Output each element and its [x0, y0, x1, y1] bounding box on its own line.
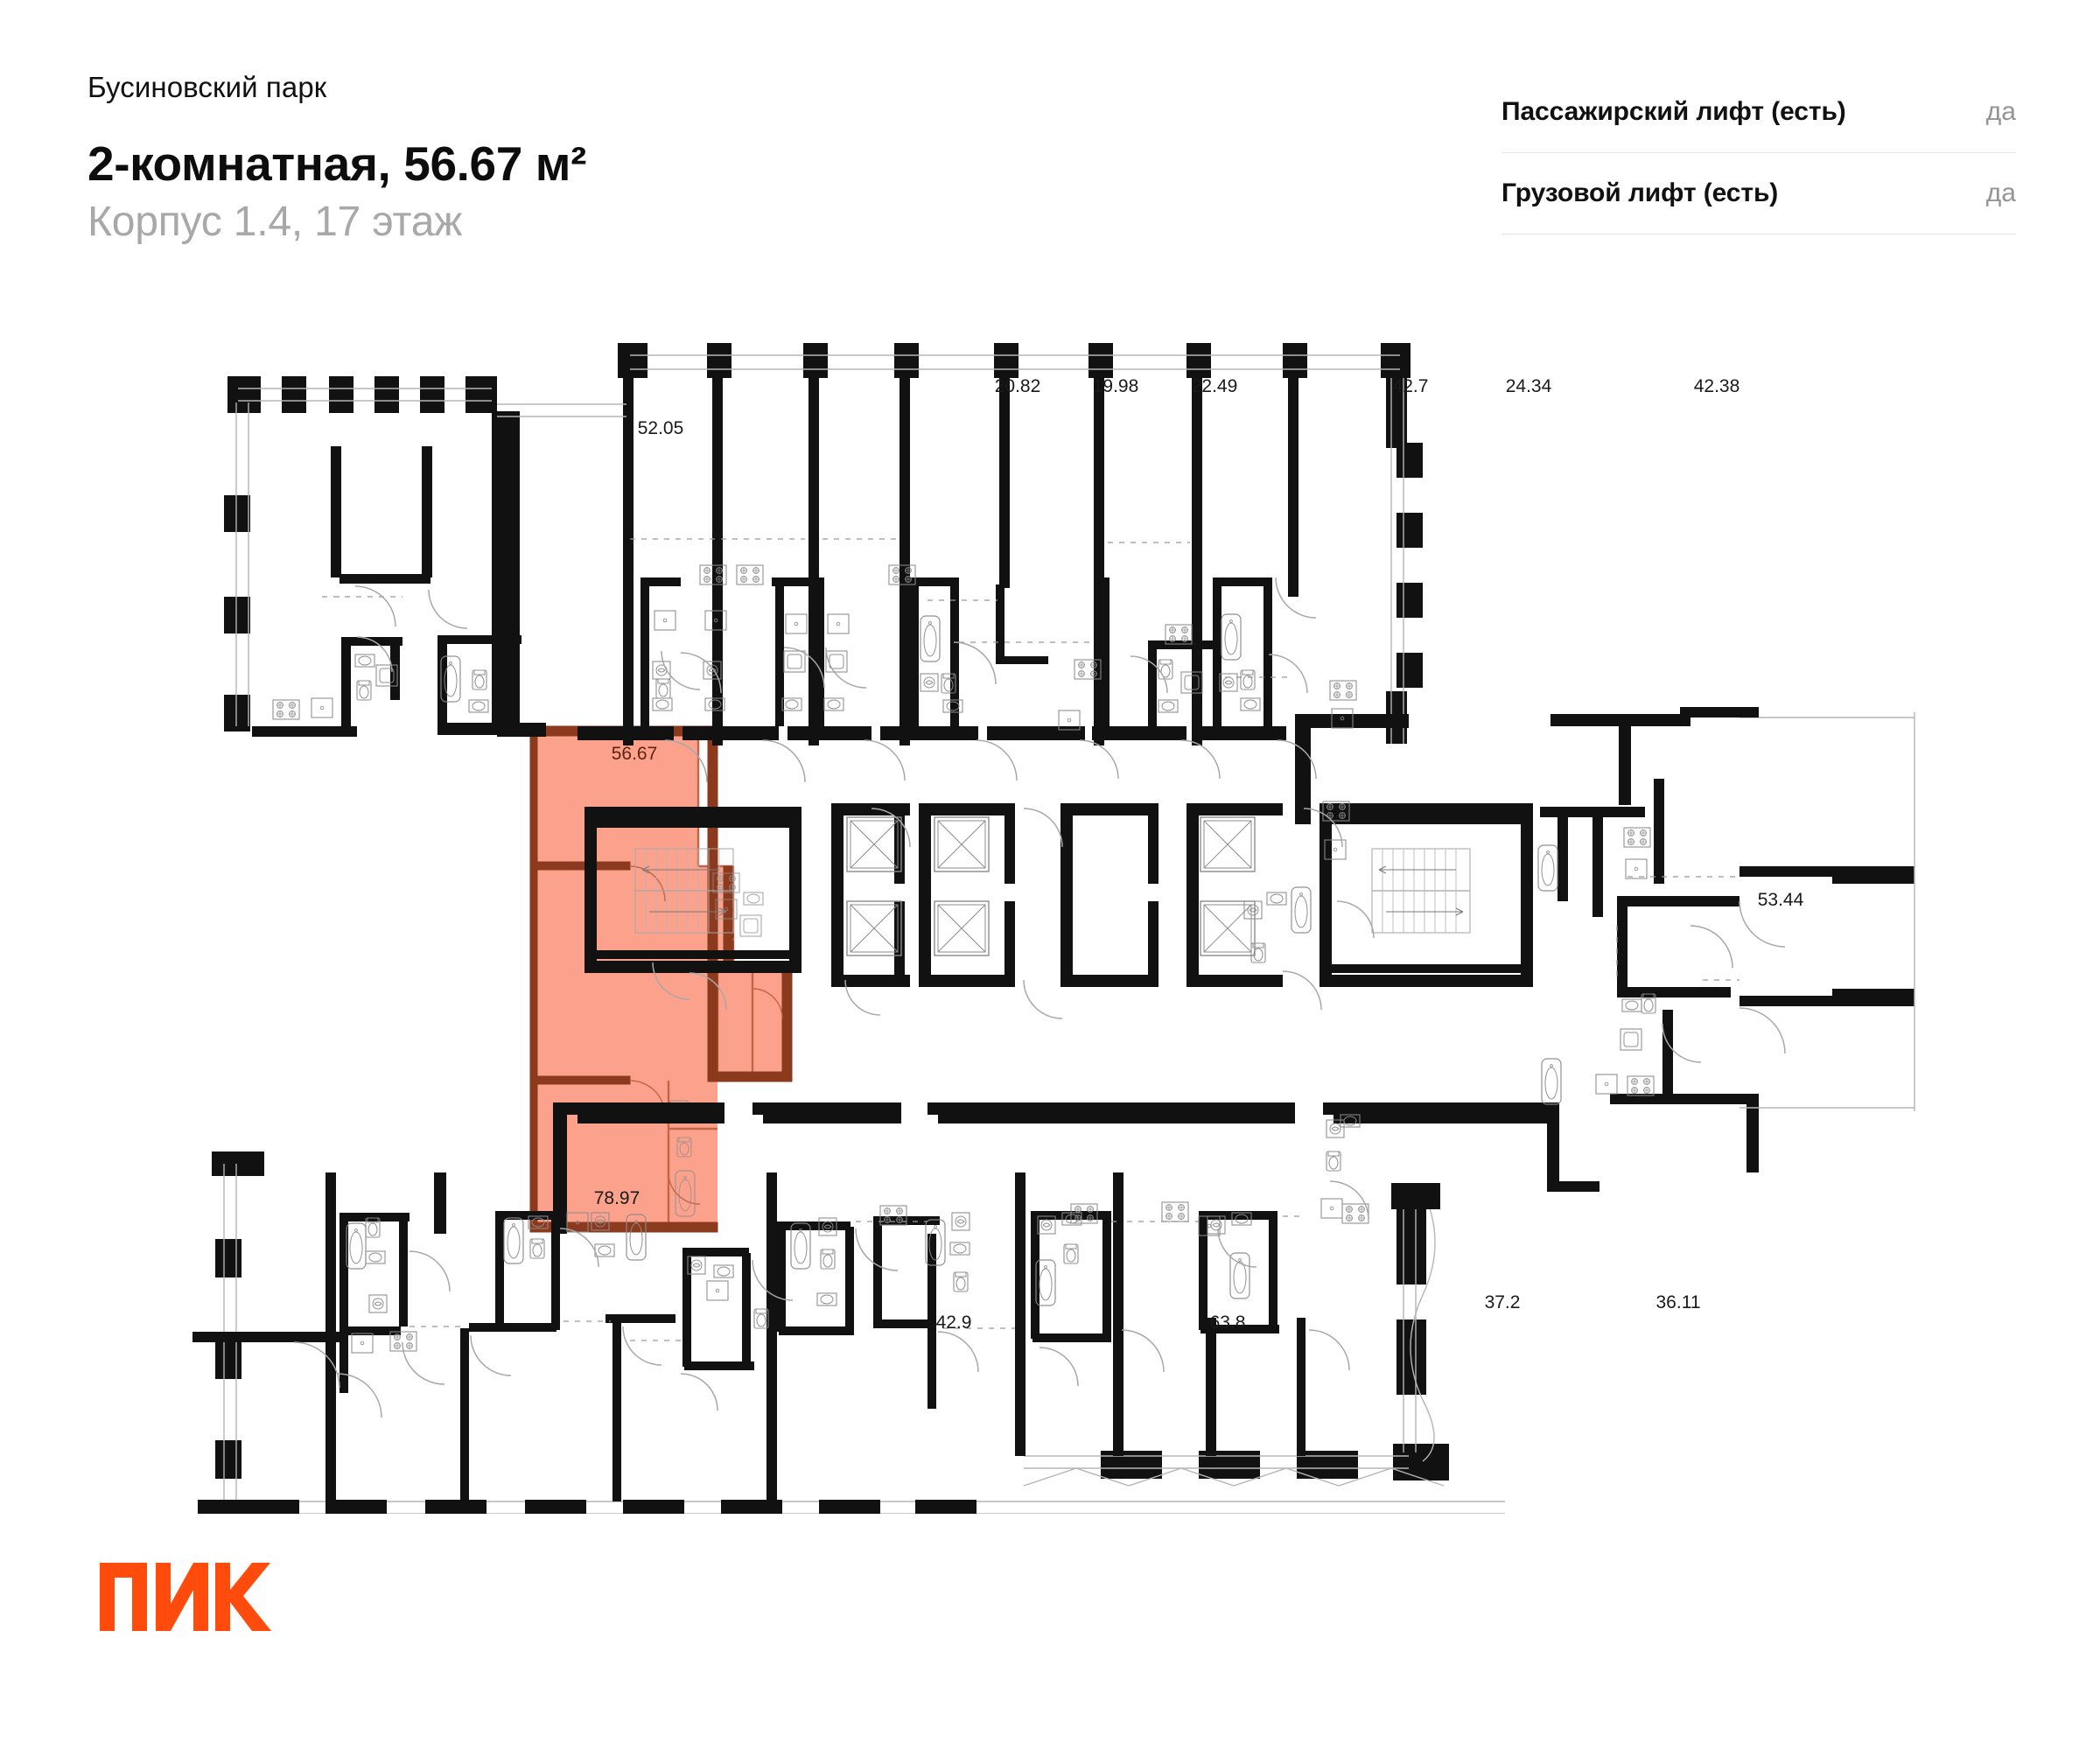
title-block: Бусиновский парк 2-комнатная, 56.67 м² К… [88, 70, 1312, 246]
label-53-44: 53.44 [1758, 890, 1804, 910]
label-24-34: 24.34 [1506, 376, 1552, 396]
core-stair-right [1371, 848, 1471, 934]
label-42-7: 42.7 [1393, 376, 1429, 396]
label-37-2: 37.2 [1485, 1292, 1521, 1312]
pik-logo[interactable] [98, 1559, 273, 1634]
label-19-98: 19.98 [1093, 376, 1139, 396]
page-footer [0, 1522, 2100, 1750]
label-63-8: 63.8 [1210, 1312, 1246, 1333]
apartment-subtitle: Корпус 1.4, 17 этаж [88, 198, 463, 245]
spec-value: да [1985, 178, 2016, 207]
label-42-38: 42.38 [1694, 376, 1740, 396]
plan-glazing [235, 388, 626, 726]
plan-walls [192, 343, 1915, 1514]
label-56-67: 56.67 [612, 744, 658, 764]
core-elevator-bank-2 [934, 816, 990, 956]
plan-doors [293, 577, 1786, 1418]
spec-row-passenger-lift: Пассажирский лифт (есть) да [1502, 72, 2016, 153]
page-title: 2-комнатная, 56.67 м² [88, 136, 586, 191]
plan-fixtures [272, 564, 1656, 1354]
label-20-82: 20.82 [995, 376, 1041, 396]
core-elevator-bank-3 [1200, 816, 1256, 956]
floor-plan-container: 52.05 20.82 19.98 22.49 42.7 24.34 42.38… [0, 289, 2100, 1531]
label-52-05: 52.05 [638, 418, 684, 438]
label-78-97: 78.97 [594, 1188, 640, 1208]
plan-area-labels: 52.05 20.82 19.98 22.49 42.7 24.34 42.38… [594, 376, 1804, 1333]
highlighted-apartment[interactable] [529, 725, 793, 1233]
label-36-11: 36.11 [1656, 1292, 1701, 1312]
spec-table: Пассажирский лифт (есть) да Грузовой лиф… [1502, 72, 2016, 234]
label-22-49: 22.49 [1192, 376, 1238, 396]
core-elevator-bank-1 [846, 816, 902, 956]
spec-label: Грузовой лифт (есть) [1502, 178, 1779, 207]
page-header: Бусиновский парк 2-комнатная, 56.67 м² К… [0, 0, 2100, 298]
spec-row-freight-lift: Грузовой лифт (есть) да [1502, 153, 2016, 234]
spec-value: да [1985, 97, 2016, 126]
label-42-9: 42.9 [936, 1312, 972, 1333]
floor-plan-drawing[interactable]: 52.05 20.82 19.98 22.49 42.7 24.34 42.38… [140, 289, 1960, 1514]
project-name: Бусиновский парк [88, 71, 327, 103]
spec-label: Пассажирский лифт (есть) [1502, 97, 1846, 126]
